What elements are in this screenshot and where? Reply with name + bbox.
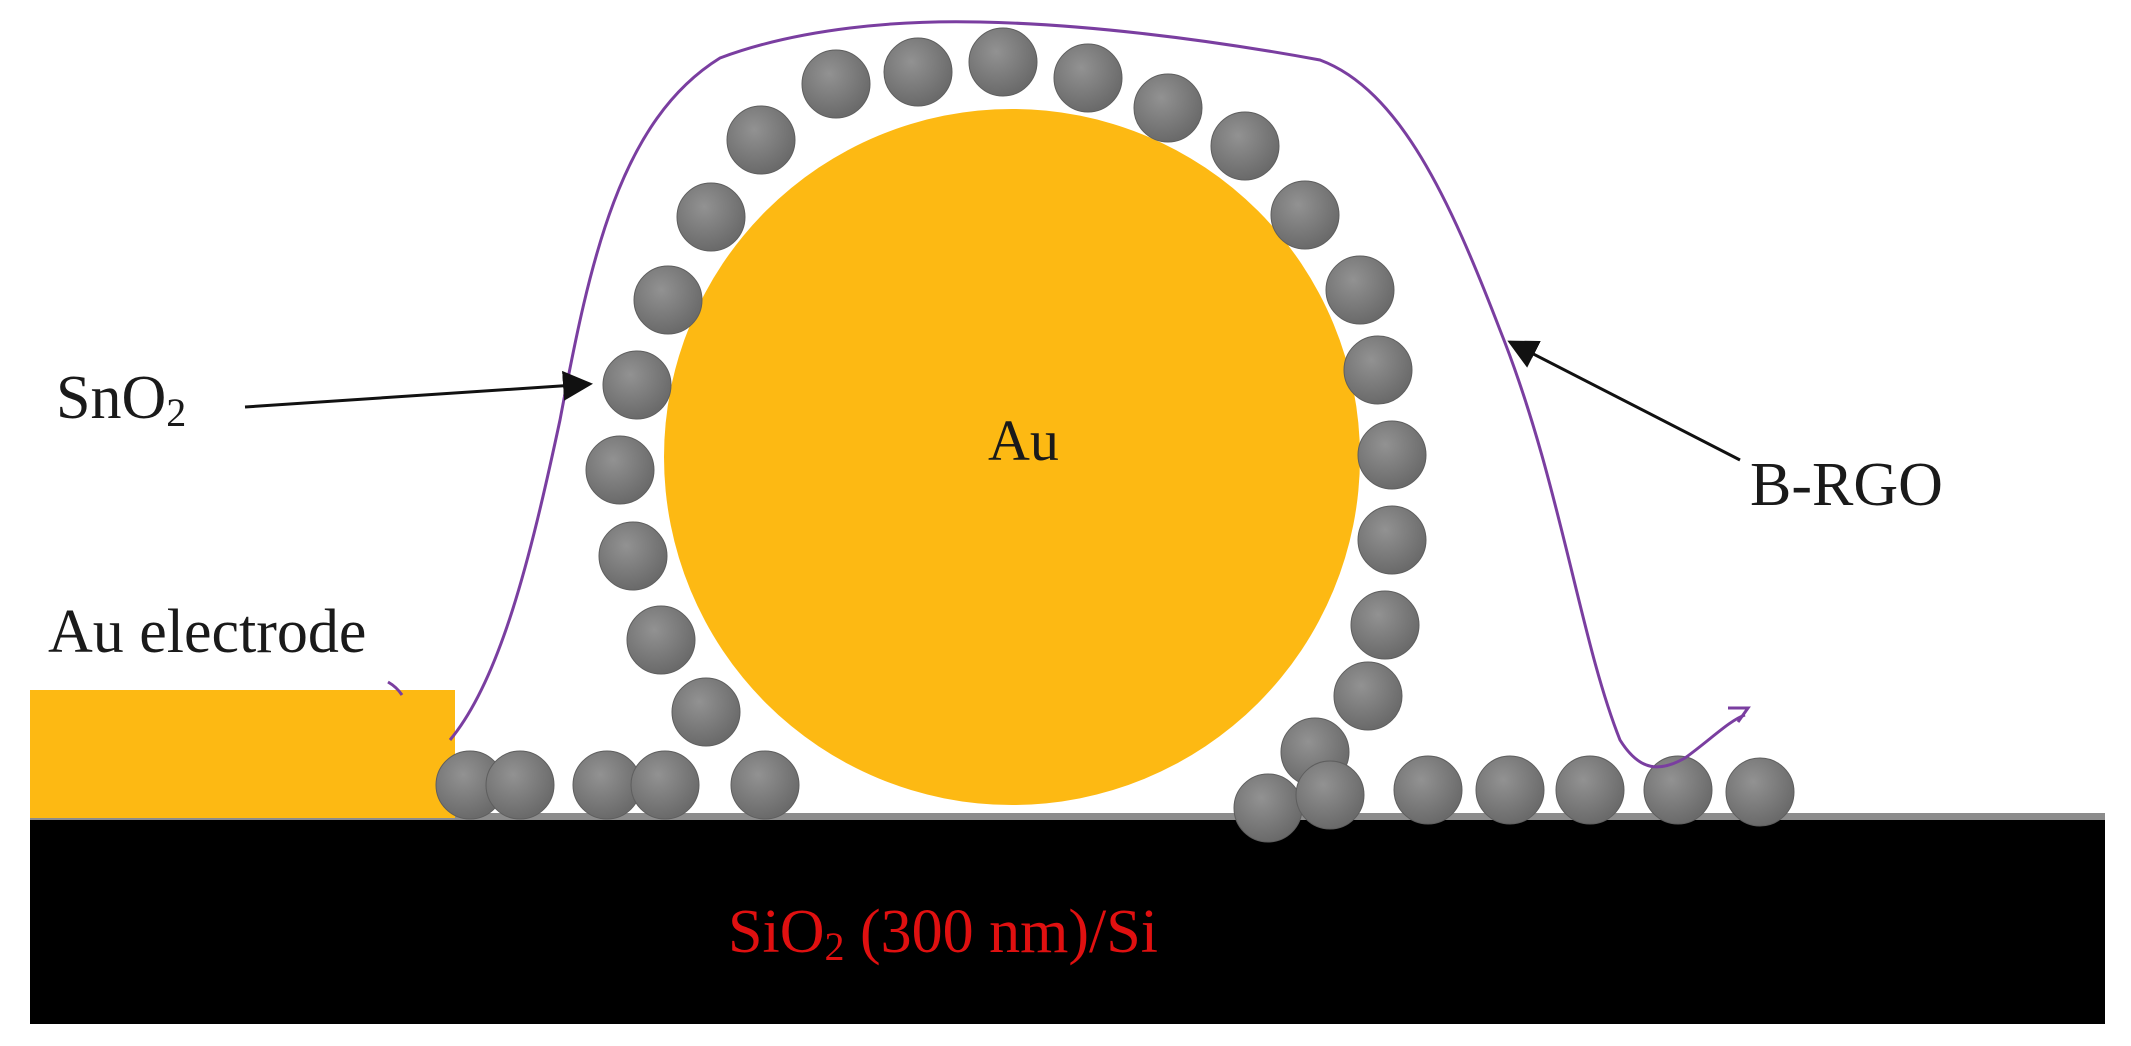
sno2-arrow	[244, 370, 593, 409]
substrate-top-line	[30, 813, 2105, 820]
sno2-particle	[630, 750, 700, 820]
substrate-label-main: SiO	[728, 898, 824, 966]
substrate-label: SiO2 (300 nm)/Si	[728, 898, 1158, 969]
sno2-particle	[626, 605, 696, 675]
brgo-curve-end-tick	[1728, 706, 1751, 723]
sno2-particle	[1295, 760, 1365, 830]
electrode-curve-tick	[387, 680, 404, 696]
sno2-particle	[676, 182, 746, 252]
sno2-particle	[1053, 43, 1123, 113]
sno2-particle	[1725, 757, 1795, 827]
sno2-particle	[1357, 420, 1427, 490]
sno2-particle	[1643, 755, 1713, 825]
substrate-label-rest: (300 nm)/Si	[844, 898, 1157, 966]
sno2-particle	[1210, 111, 1280, 181]
sno2-particle	[671, 677, 741, 747]
sno2-particle	[1270, 180, 1340, 250]
sno2-particle	[730, 750, 800, 820]
sno2-particle	[585, 435, 655, 505]
sno2-particle	[1475, 755, 1545, 825]
sno2-particle	[801, 49, 871, 119]
sno2-particle	[633, 265, 703, 335]
substrate-block	[30, 818, 2105, 1024]
sno2-particle	[968, 27, 1038, 97]
sno2-particle	[1343, 335, 1413, 405]
brgo-label: B-RGO	[1750, 451, 1943, 519]
sno2-particle	[1555, 755, 1625, 825]
au-core-sphere	[664, 109, 1360, 805]
sno2-particle	[1393, 755, 1463, 825]
sno2-label-main: SnO	[56, 364, 166, 432]
sno2-particle	[1325, 255, 1395, 325]
au-electrode-block	[30, 690, 455, 818]
substrate-label-subscript: 2	[824, 924, 844, 969]
sno2-particle	[602, 350, 672, 420]
brgo-arrow	[1507, 340, 1741, 462]
sno2-particle	[598, 521, 668, 591]
sno2-particle	[1133, 73, 1203, 143]
sno2-particle	[485, 750, 555, 820]
brgo-layer-curve	[448, 20, 1746, 769]
au-electrode-label: Au electrode	[48, 598, 366, 666]
sno2-particle	[883, 37, 953, 107]
au-core-label: Au	[988, 408, 1059, 473]
sno2-particle-group	[435, 27, 1795, 843]
sno2-particle	[1350, 590, 1420, 660]
sno2-label-subscript: 2	[166, 390, 186, 435]
sno2-label: SnO2	[56, 364, 186, 435]
sno2-particle	[1233, 773, 1303, 843]
sno2-particle	[726, 105, 796, 175]
sno2-particle	[1357, 505, 1427, 575]
sno2-particle	[1333, 661, 1403, 731]
